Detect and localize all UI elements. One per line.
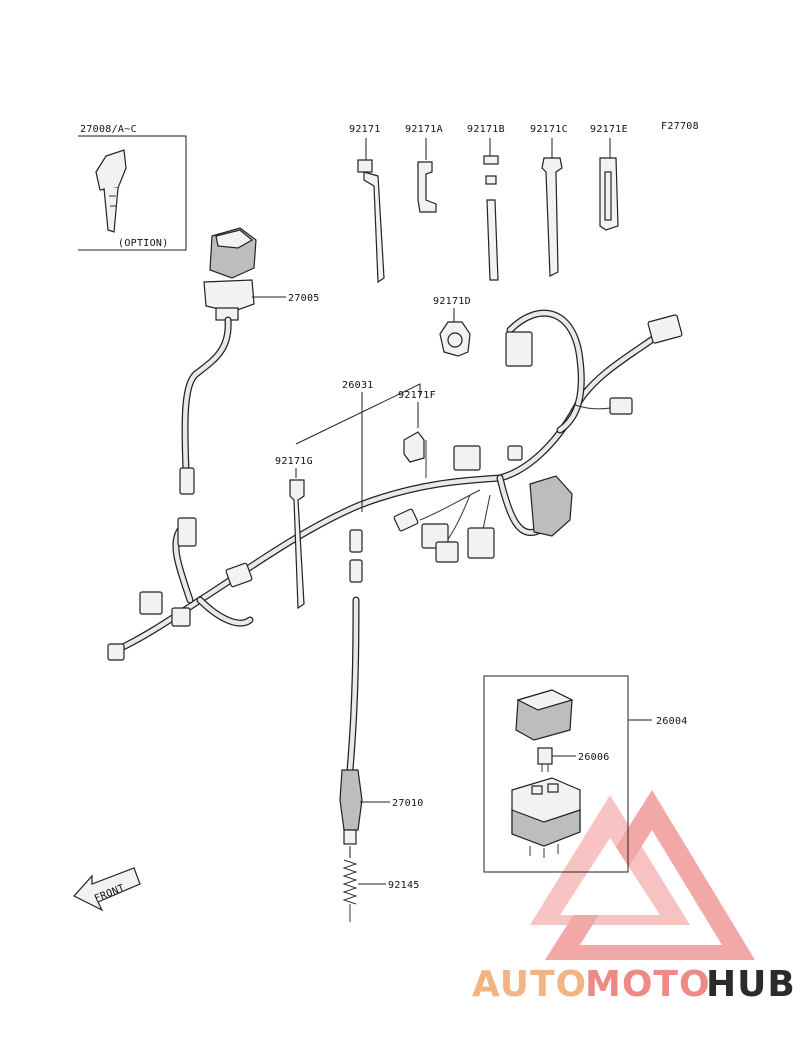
label-tie-92171: 92171	[349, 124, 381, 135]
front-arrow-icon: FRONT	[73, 867, 141, 912]
label-clip-92171f: 92171F	[398, 390, 436, 401]
watermark-logo	[530, 790, 755, 960]
label-tie-92171e: 92171E	[590, 124, 628, 135]
fuse-icon	[537, 747, 553, 772]
spring-icon	[342, 859, 358, 922]
label-spring: 92145	[388, 880, 420, 891]
label-tie-92171a: 92171A	[405, 124, 443, 135]
main-wiring-harness	[108, 309, 669, 656]
relay-cover-icon	[515, 689, 574, 741]
label-clamp-92171d: 92171D	[433, 296, 471, 307]
label-fuse: 26006	[578, 752, 610, 763]
key-option-box: 27008/A~C (OPTION)	[78, 124, 187, 251]
relay-box-frame: 26004	[483, 675, 688, 873]
label-tie-92171b: 92171B	[467, 124, 505, 135]
watermark-text: AUTO MOTO HUB	[472, 964, 796, 1005]
label-tie-92171g: 92171G	[275, 456, 313, 467]
band-tie-icon	[483, 155, 499, 281]
ignition-key-icon	[95, 149, 127, 233]
clamp-tie-icon	[541, 157, 563, 277]
sensor-lead-icon	[339, 529, 363, 845]
label-harness: 26031	[342, 380, 374, 391]
label-tie-92171c: 92171C	[530, 124, 568, 135]
relay-unit-icon	[511, 777, 581, 858]
label-sensor: 27010	[392, 798, 424, 809]
watermark-text-b: MOTO	[585, 964, 711, 1005]
label-key: 27008/A~C	[80, 124, 137, 135]
watermark-text-a: AUTO	[472, 964, 587, 1005]
wire-clip-icon	[417, 161, 437, 213]
mount-tie-icon	[289, 479, 305, 610]
holder-tie-icon	[599, 157, 619, 231]
label-switch: 27005	[288, 293, 320, 304]
label-option: (OPTION)	[118, 238, 169, 249]
cable-tie-icon	[357, 159, 385, 284]
ignition-switch-icon	[179, 227, 257, 495]
harness-connector-icon	[107, 314, 683, 661]
watermark-text-c: HUB	[706, 964, 796, 1005]
label-relay-box: 26004	[656, 716, 688, 727]
figure-code: F27708	[661, 121, 699, 132]
retainer-clip-icon	[403, 431, 427, 478]
clamp-icon	[439, 321, 471, 357]
